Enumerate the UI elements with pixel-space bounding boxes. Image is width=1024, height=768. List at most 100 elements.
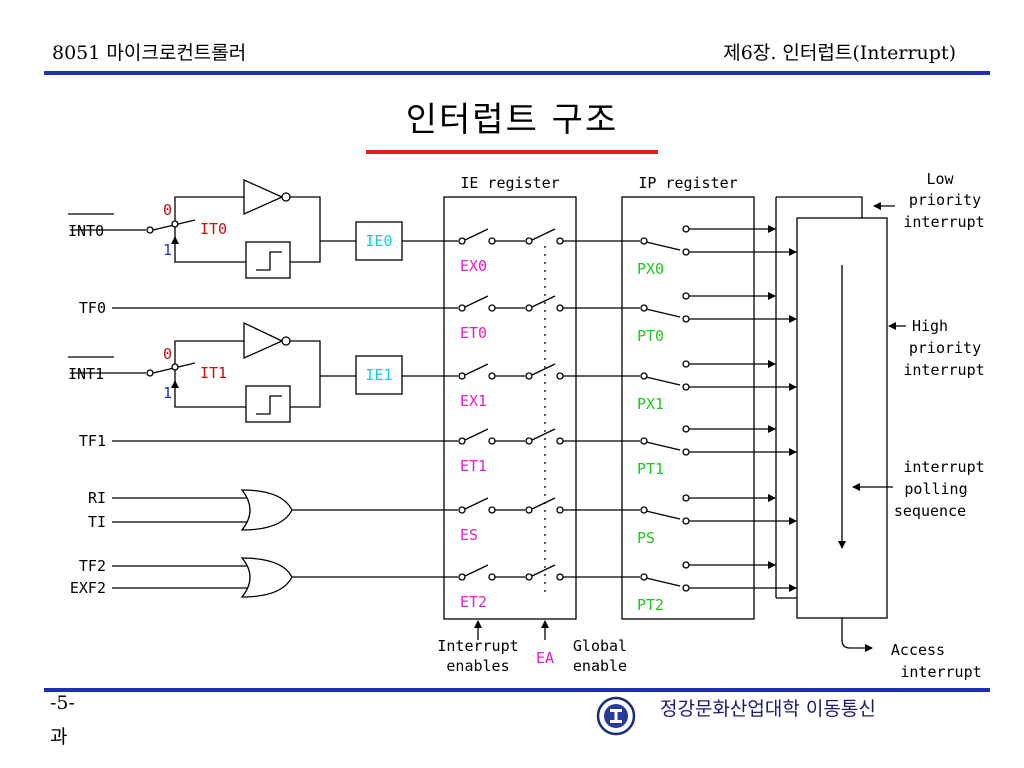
mux1-one-label: 1 (163, 384, 172, 402)
tf2-label: TF2 (79, 557, 106, 575)
ip-low-node (682, 360, 690, 368)
course-title: 8051 마이크로컨트롤러 (52, 42, 247, 64)
ea-switch-blade (531, 564, 556, 577)
ie-bit-label: EX1 (460, 392, 487, 410)
ea-switch-node (556, 437, 564, 445)
ie-bit-label: ET0 (460, 324, 487, 342)
ie-switch-blade (464, 428, 489, 441)
ip-bit-label: PT2 (637, 596, 664, 614)
ri-label: RI (88, 489, 106, 507)
ip-low-node (682, 225, 690, 233)
ip-switch-blade (645, 441, 681, 451)
low-priority-line3: interrupt (903, 213, 984, 231)
ie-switch-node (458, 506, 466, 514)
interrupt-diagram: INT0 INT1 TF0 TF1 RI TI TF2 EXF2 0 1 IT0… (68, 170, 985, 681)
ea-switch-node (556, 237, 564, 245)
ip-high-node (682, 383, 690, 391)
tf1-label: TF1 (79, 432, 106, 450)
ip-switch-blade (645, 308, 681, 318)
low-priority-line2: priority (909, 191, 981, 209)
footer-rule (44, 688, 990, 692)
ie-bit-label: EX0 (460, 257, 487, 275)
ip-bit-label: PX0 (637, 260, 664, 278)
high-priority-line1: High (912, 317, 948, 335)
ie-switch-blade (464, 497, 489, 510)
access-interrupt-line1: Access (891, 641, 945, 659)
ip-bit-label: PX1 (637, 395, 664, 413)
slide-title: 인터럽트 구조 (405, 100, 619, 140)
ea-switch-node (525, 437, 533, 445)
ea-switch-node (556, 506, 564, 514)
it1-label: IT1 (200, 364, 227, 382)
polling-line2: polling (904, 480, 967, 498)
ie-bit-label: ET1 (460, 457, 487, 475)
global-enable-line2: enable (573, 657, 627, 675)
ip-bit-label: PT1 (637, 460, 664, 478)
page-number: -5- (50, 692, 75, 714)
ip-switch-node (640, 237, 648, 245)
ie-switch-blade (464, 564, 489, 577)
ie-switch-node (458, 372, 466, 380)
it0-label: IT0 (200, 220, 227, 238)
footer-school-name: 정강문화산업대학 이동통신 (660, 698, 876, 720)
ip-high-node (682, 584, 690, 592)
footer-dept-tail: 과 (50, 726, 68, 748)
ea-label: EA (536, 649, 554, 667)
exf2-label: EXF2 (70, 579, 106, 597)
ea-switch-node (525, 304, 533, 312)
ip-switch-blade (645, 577, 681, 587)
high-priority-line3: interrupt (903, 361, 984, 379)
ie-switch-node (458, 437, 466, 445)
ea-switch-node (525, 237, 533, 245)
ip-switch-node (640, 573, 648, 581)
ie-bit-label: ES (460, 526, 478, 544)
ip-high-node (682, 315, 690, 323)
ip-bit-label: PS (637, 529, 655, 547)
ie-switch-node (488, 304, 496, 312)
header-rule (44, 71, 990, 75)
ie-switch-node (488, 437, 496, 445)
mux0-zero-label: 0 (163, 201, 172, 219)
ie1-flag: IE1 (365, 366, 392, 384)
ip-switch-node (640, 437, 648, 445)
ie-bit-label: ET2 (460, 593, 487, 611)
tf0-label: TF0 (79, 299, 106, 317)
ip-bit-label: PT0 (637, 327, 664, 345)
ip-switch-blade (645, 376, 681, 386)
ie-switch-blade (464, 228, 489, 241)
ie-switch-node (488, 506, 496, 514)
ie-switch-blade (464, 363, 489, 376)
ip-high-node (682, 248, 690, 256)
ea-switch-blade (531, 428, 556, 441)
ip-high-node (682, 517, 690, 525)
ip-low-node (682, 561, 690, 569)
ie-switch-node (488, 372, 496, 380)
ip-low-node (682, 425, 690, 433)
title-underline (366, 150, 658, 154)
low-priority-line1: Low (926, 170, 954, 188)
ip-low-node (682, 494, 690, 502)
ie0-flag: IE0 (365, 232, 392, 250)
ie-switch-node (458, 304, 466, 312)
ea-switch-node (525, 506, 533, 514)
mux0-one-label: 1 (163, 241, 172, 259)
ea-switch-node (556, 372, 564, 380)
ie-register-label: IE register (460, 174, 559, 192)
ie-switch-node (488, 573, 496, 581)
ie-switch-node (458, 237, 466, 245)
ti-label: TI (88, 513, 106, 531)
ea-switch-node (556, 304, 564, 312)
high-priority-line2: priority (909, 339, 981, 357)
ea-switch-node (525, 372, 533, 380)
ea-switch-node (525, 573, 533, 581)
school-logo-icon (596, 696, 636, 736)
ip-switch-node (640, 372, 648, 380)
ip-low-node (682, 292, 690, 300)
ea-switch-node (556, 573, 564, 581)
ip-switch-blade (645, 241, 681, 251)
ip-high-node (682, 448, 690, 456)
polling-line3: sequence (894, 502, 966, 520)
ea-switch-blade (531, 363, 556, 376)
ie-switch-blade (464, 295, 489, 308)
ip-switch-node (640, 304, 648, 312)
